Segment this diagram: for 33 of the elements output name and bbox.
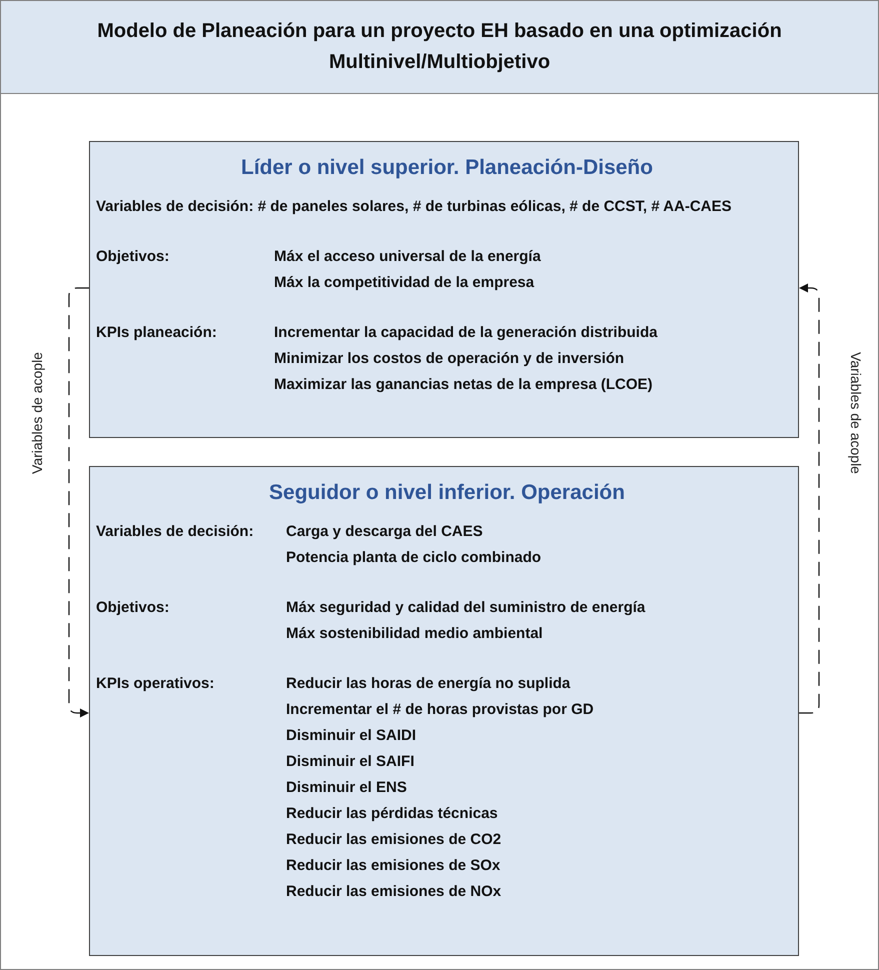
dashed-arrow bbox=[68, 287, 89, 718]
list-item: Disminuir el SAIDI bbox=[286, 726, 416, 746]
level-heading: Líder o nivel superior. Planeación-Diseño bbox=[240, 156, 654, 180]
list-item: Minimizar los costos de operación y de inversión bbox=[274, 349, 624, 369]
level-box bbox=[89, 141, 799, 438]
edge-label: Variables de acople bbox=[848, 352, 864, 474]
list-item: Disminuir el SAIFI bbox=[286, 752, 414, 772]
list-item: Máx sostenibilidad medio ambiental bbox=[286, 624, 543, 644]
row-label: Objetivos: bbox=[96, 247, 170, 267]
row-label: Objetivos: bbox=[96, 598, 170, 618]
list-item: Reducir las emisiones de CO2 bbox=[286, 830, 502, 850]
list-item: Máx la competitividad de la empresa bbox=[274, 273, 534, 293]
list-item: Máx el acceso universal de la energía bbox=[274, 247, 541, 267]
decision-variables-text: Variables de decisión: # de paneles solares, # de turbinas eólicas, # de CCST, # AA-CAES bbox=[96, 197, 733, 217]
list-item: Potencia planta de ciclo combinado bbox=[286, 548, 542, 568]
list-item: Reducir las emisiones de SOx bbox=[286, 856, 500, 876]
level-box bbox=[89, 466, 799, 956]
list-item: Reducir las horas de energía no suplida bbox=[286, 674, 570, 694]
list-item: Incrementar el # de horas provistas por GD bbox=[286, 700, 594, 720]
dashed-arrow bbox=[799, 284, 820, 714]
list-item: Reducir las emisiones de NOx bbox=[286, 882, 502, 902]
edge-label: Variables de acople bbox=[29, 352, 45, 474]
row-label: Variables de decisión: bbox=[96, 522, 255, 542]
list-item: Disminuir el ENS bbox=[286, 778, 407, 798]
list-item: Incrementar la capacidad de la generación distribuida bbox=[274, 323, 658, 343]
list-item: Carga y descarga del CAES bbox=[286, 522, 483, 542]
list-item: Reducir las pérdidas técnicas bbox=[286, 804, 498, 824]
row-label: KPIs operativos: bbox=[96, 674, 216, 694]
level-heading: Seguidor o nivel inferior. Operación bbox=[268, 481, 626, 505]
row-label: KPIs planeación: bbox=[96, 323, 218, 343]
frame-title: Modelo de Planeación para un proyecto EH basado en una optimización Multinivel/Multiobjetivo bbox=[96, 19, 783, 75]
list-item: Maximizar las ganancias netas de la empresa (LCOE) bbox=[274, 375, 652, 395]
list-item: Máx seguridad y calidad del suministro de energía bbox=[286, 598, 646, 618]
